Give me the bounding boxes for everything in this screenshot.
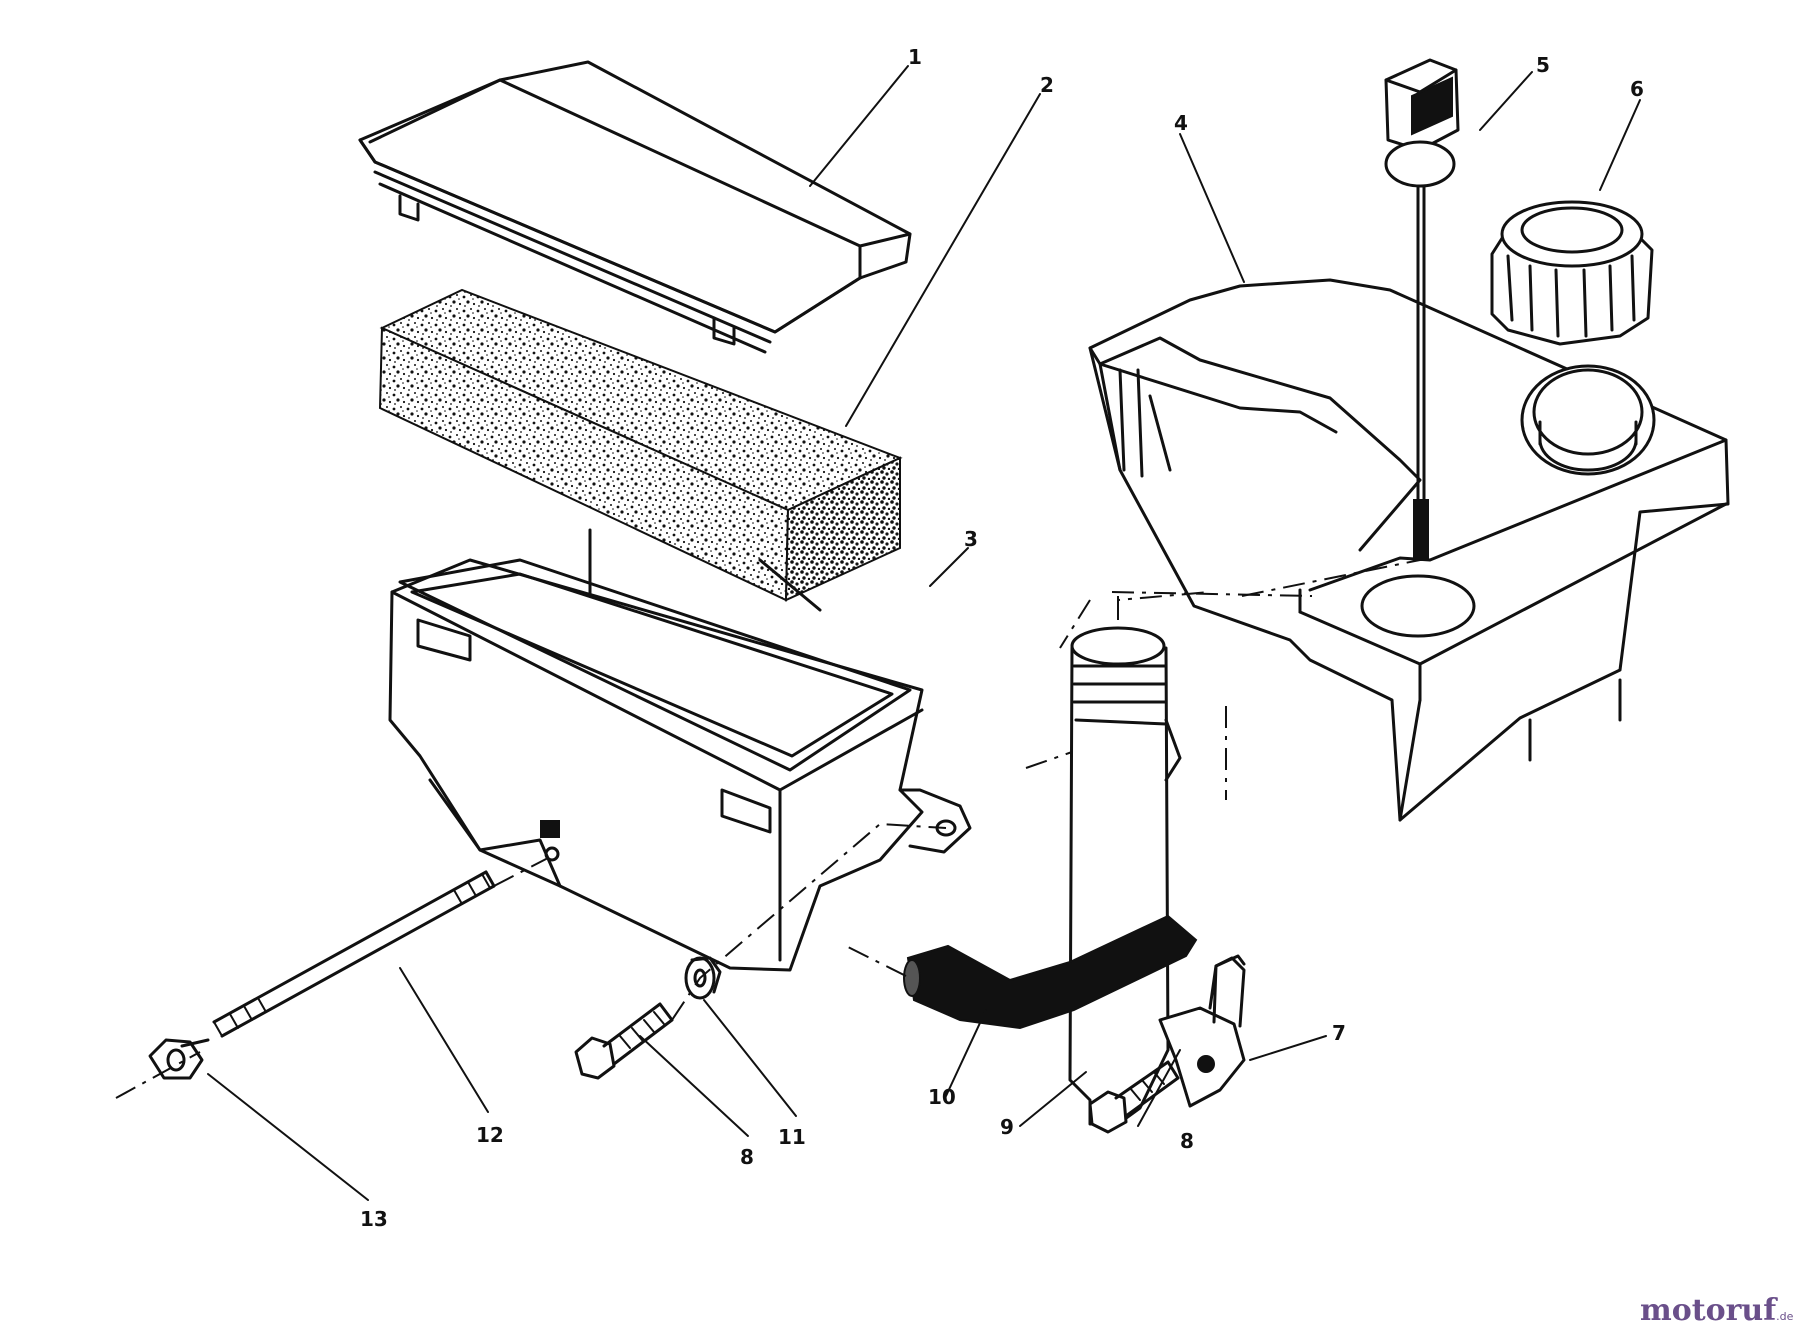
callout-7: 7	[1332, 1021, 1346, 1045]
callout-8-left: 8	[740, 1145, 754, 1169]
callout-4: 4	[1174, 111, 1188, 135]
callout-2: 2	[1040, 73, 1054, 97]
fuel-cap	[1490, 200, 1654, 346]
dipstick	[1384, 58, 1460, 561]
callout-12: 12	[476, 1123, 504, 1147]
fuel-tank	[1088, 278, 1730, 822]
watermark: motoruf.de	[1640, 1293, 1794, 1328]
callout-10: 10	[928, 1085, 956, 1109]
bolt-right	[1088, 1060, 1180, 1134]
air-cleaner-cover	[358, 60, 912, 354]
leader-lines	[207, 65, 1641, 1201]
callout-5: 5	[1536, 53, 1550, 77]
callout-9: 9	[1000, 1115, 1014, 1139]
callout-11: 11	[778, 1125, 806, 1149]
hex-nut	[148, 1038, 210, 1080]
breather-hose	[903, 914, 1198, 1030]
callout-labels: 1 2 3 4 5 6 7 8 9 10 11 8 12 13	[360, 45, 1644, 1231]
filler-tube	[1068, 626, 1246, 1126]
svg-text:motoruf.de: motoruf.de	[1640, 1293, 1794, 1328]
foam-filter-element	[378, 288, 903, 602]
long-stud	[212, 870, 496, 1038]
watermark-suffix: .de	[1776, 1310, 1793, 1323]
alignment-lines	[115, 559, 1421, 1099]
watermark-text: motoruf	[1640, 1293, 1778, 1328]
air-cleaner-base	[388, 528, 972, 972]
callout-13: 13	[360, 1207, 388, 1231]
bracket-clamp	[1208, 954, 1246, 1010]
callout-6: 6	[1630, 77, 1644, 101]
bolt-left	[574, 1002, 674, 1080]
callout-1: 1	[908, 45, 922, 69]
callout-8-right: 8	[1180, 1129, 1194, 1153]
callout-3: 3	[964, 527, 978, 551]
